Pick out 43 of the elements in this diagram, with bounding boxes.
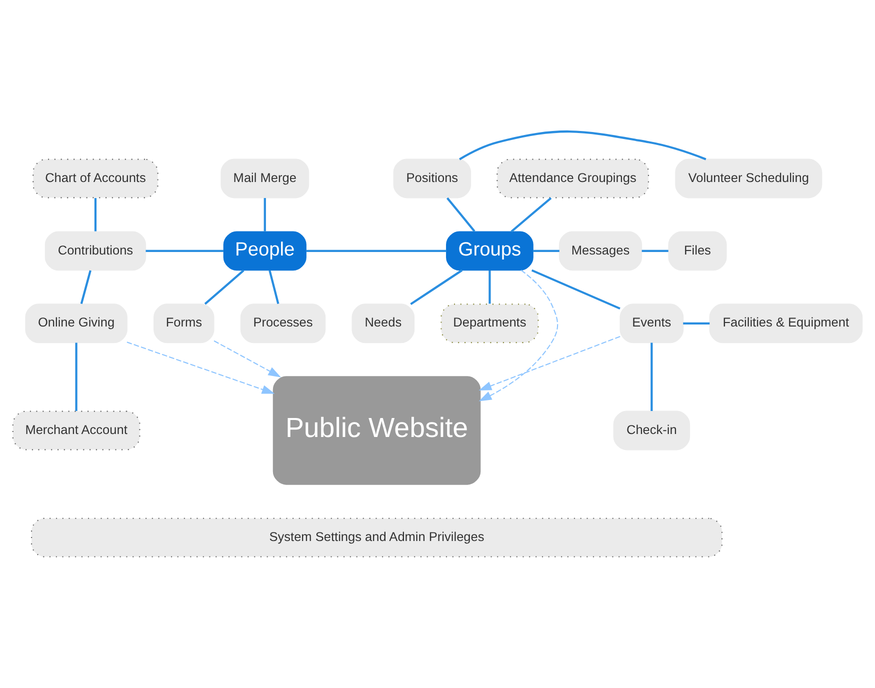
connector [146, 250, 224, 252]
connector [533, 250, 560, 252]
node-box: Departments [440, 304, 539, 344]
node-box: Needs [352, 304, 415, 344]
node-box: People [223, 231, 306, 271]
arrow [478, 270, 558, 402]
connector [410, 269, 463, 306]
node-box: Messages [558, 231, 642, 271]
connector [488, 270, 491, 304]
node-box: Processes [240, 304, 326, 344]
node-box: Merchant Account [12, 410, 140, 450]
arrow [478, 336, 620, 390]
node-box: Check-in [613, 410, 690, 450]
node-box: Forms [154, 304, 214, 344]
connector [510, 197, 552, 232]
node-box: Contributions [44, 231, 146, 271]
connector [642, 250, 668, 252]
node-box: Online Giving [25, 304, 128, 344]
connector [446, 197, 476, 232]
connector [531, 269, 620, 310]
connector [75, 342, 78, 411]
connector [459, 130, 706, 160]
node-box: Events [620, 304, 684, 344]
connector [264, 198, 266, 232]
node-box: Public Website [272, 376, 481, 485]
node-box: Attendance Groupings [496, 158, 649, 198]
connector [204, 270, 244, 305]
node-box: Files [668, 231, 727, 271]
connector [94, 198, 97, 232]
node-box: System Settings and Admin Privileges [31, 518, 723, 558]
node-box: Positions [393, 158, 472, 198]
node-box: Facilities & Equipment [709, 304, 863, 344]
connector [650, 342, 653, 411]
connector [80, 270, 92, 304]
connector [683, 322, 710, 324]
arrow [126, 342, 275, 394]
connector [268, 270, 280, 304]
connector [306, 250, 446, 252]
arrow [214, 340, 282, 378]
node-box: Groups [446, 231, 534, 271]
node-box: Chart of Accounts [32, 158, 158, 198]
node-box: Mail Merge [220, 158, 310, 198]
node-box: Volunteer Scheduling [675, 158, 822, 198]
